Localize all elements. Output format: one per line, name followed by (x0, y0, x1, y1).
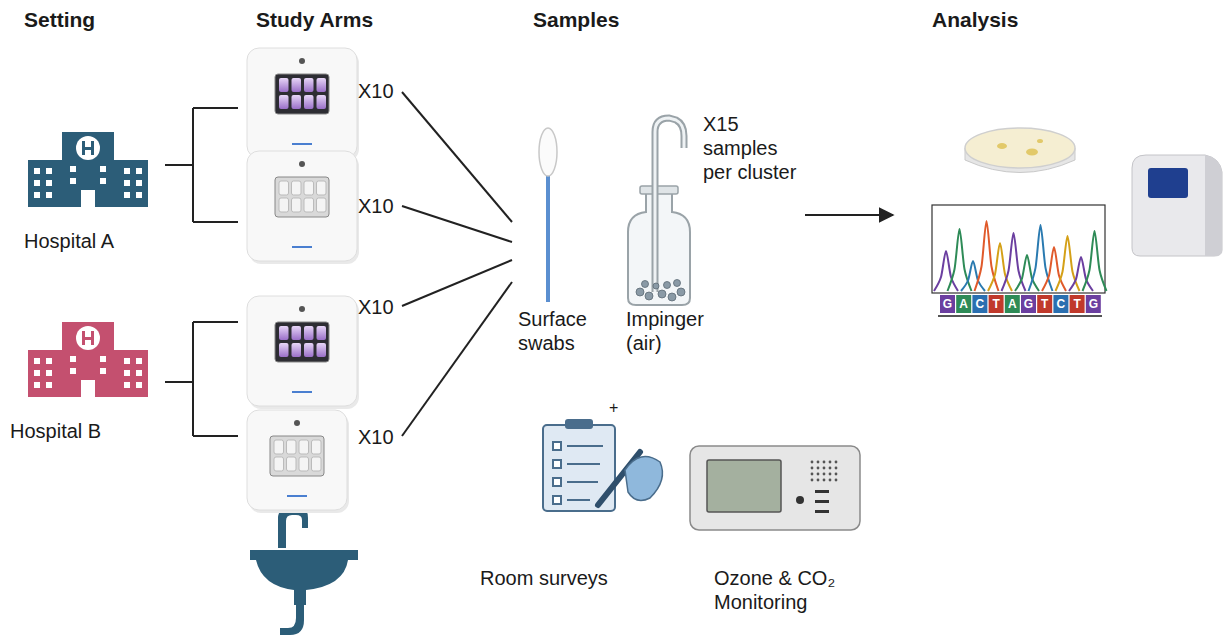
base-letter: A (956, 296, 971, 312)
annotation: X15 samples per cluster (703, 112, 805, 184)
annotation: X10 (358, 425, 394, 449)
base-letter: G (1021, 296, 1036, 312)
base-letter: A (1005, 296, 1020, 312)
base-letter: T (1037, 296, 1052, 312)
petri-dish (965, 128, 1075, 173)
chromatogram-peak (1083, 231, 1107, 291)
sink-icon (250, 508, 358, 635)
uv-device-icon (247, 48, 359, 161)
base-tile (1021, 295, 1036, 313)
base-tile (1053, 295, 1068, 313)
impinger-icon (628, 118, 690, 305)
column-heading: Setting (24, 7, 95, 32)
icon-label: Hospital B (8, 418, 148, 444)
column-heading: Study Arms (256, 7, 373, 32)
uv-device-icon (247, 151, 359, 264)
uv-device-icon (247, 296, 359, 409)
chromatogram (932, 205, 1105, 293)
sequence-bar (938, 315, 1102, 317)
swab-icon (539, 128, 557, 302)
base-tile (956, 295, 971, 313)
base-tile (1070, 295, 1085, 313)
chromatogram-peak (1002, 233, 1026, 291)
bracket (165, 108, 238, 436)
column-heading: Samples (533, 7, 619, 32)
base-tile (1005, 295, 1020, 313)
base-letter: T (1070, 296, 1085, 312)
hospital-icon (28, 132, 148, 207)
chromatogram-peak (1029, 225, 1053, 291)
node-text: Hospital A (24, 229, 160, 253)
annotation: X10 (358, 295, 394, 319)
icon-label: Impinger (air) (624, 306, 728, 356)
icon-label: Surface swabs (516, 306, 612, 356)
column-heading: Analysis (932, 7, 1018, 32)
chromatogram-peak (975, 221, 999, 291)
node-text: Room surveys (480, 566, 651, 590)
annotation: X10 (358, 79, 394, 103)
survey-icon (543, 419, 662, 511)
sample-line (402, 92, 512, 436)
icon-label: Hospital A (22, 228, 162, 254)
monitor-icon (690, 446, 860, 530)
annotation: + (609, 398, 618, 417)
node-text: Hospital B (10, 419, 146, 443)
base-tile (989, 295, 1004, 313)
base-letter: G (940, 296, 955, 312)
base-tile (972, 295, 987, 313)
base-tile (1037, 295, 1052, 313)
base-letter: T (989, 296, 1004, 312)
uv-device-icon (247, 410, 349, 513)
base-letter: C (972, 296, 987, 312)
node-text: Ozone & CO₂ Monitoring (714, 566, 870, 614)
flow-arrow (805, 214, 893, 216)
base-tile (940, 295, 955, 313)
node-text: Impinger (air) (626, 307, 726, 355)
base-tile (1086, 295, 1101, 313)
base-letter: G (1086, 296, 1101, 312)
sequencer-icon (1132, 155, 1222, 256)
hospital-icon (28, 322, 148, 397)
node-text: Surface swabs (518, 307, 610, 355)
base-letter: C (1053, 296, 1068, 312)
icon-label: Room surveys (478, 565, 653, 591)
icon-label: Ozone & CO₂ Monitoring (712, 565, 872, 615)
chromatogram-peak (1056, 236, 1080, 291)
annotation: X10 (358, 194, 394, 218)
